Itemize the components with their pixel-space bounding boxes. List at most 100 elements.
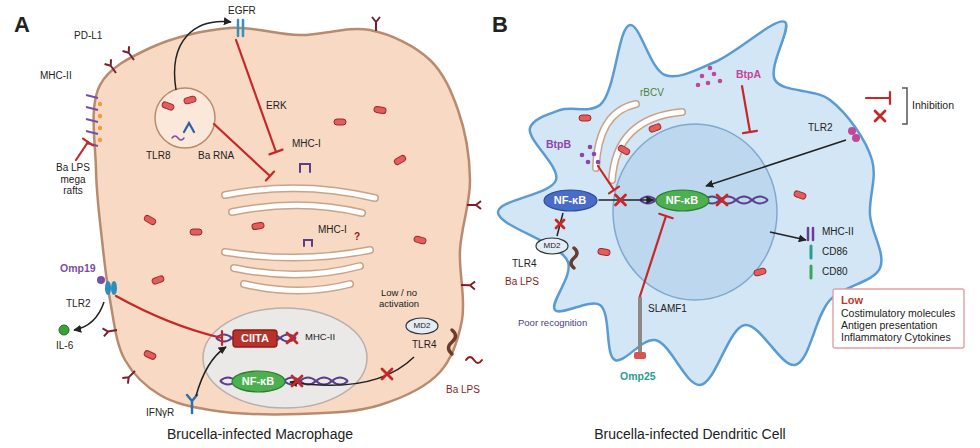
receptor-label: TLR8 xyxy=(146,150,170,162)
node-text: MD2 xyxy=(544,241,561,250)
pd-l1-symbol xyxy=(461,281,475,289)
receptor-symbol xyxy=(571,248,577,268)
receptor-label: EGFR xyxy=(228,5,256,17)
endoplasmic-reticulum xyxy=(225,104,682,291)
block-mark xyxy=(717,195,727,205)
pd-l1-symbol xyxy=(467,201,481,209)
block-mark xyxy=(556,220,564,228)
bacterium xyxy=(151,275,164,285)
inhibition-line xyxy=(116,296,222,338)
node-text: NF-κB xyxy=(242,375,274,388)
dendritic-cell xyxy=(498,21,881,385)
endoplasmic-reticulum xyxy=(612,112,682,180)
pd-l1-symbol xyxy=(122,368,138,384)
ligand-symbol xyxy=(97,276,105,284)
effect-box: LowCostimulatory moleculesAntigen presen… xyxy=(832,288,965,349)
endoplasmic-reticulum xyxy=(244,284,350,291)
oval-fill xyxy=(656,190,709,211)
endosome xyxy=(155,88,215,148)
nucleus xyxy=(203,124,777,408)
activation-arrow xyxy=(706,140,846,186)
node-text: NF-κB xyxy=(666,194,698,207)
molecule-label: MHC-II xyxy=(40,70,72,82)
receptor-symbol xyxy=(172,136,184,140)
ligand-symbol xyxy=(848,127,856,135)
molecule-label: CD80 xyxy=(822,266,848,278)
effector-dots xyxy=(708,66,713,71)
inhibition-line xyxy=(640,216,666,296)
bacterium xyxy=(161,101,174,111)
kinase-label: ERK xyxy=(266,100,287,112)
molecule-label: MHC-I xyxy=(318,224,347,236)
legend-bracket xyxy=(902,88,907,124)
receptor-label: IFNγR xyxy=(146,407,174,419)
activation-arrow xyxy=(599,199,654,201)
oval-fill xyxy=(406,318,438,334)
legend-label: Inhibition xyxy=(912,99,954,111)
ligand-label: Ba LPS xyxy=(446,384,480,396)
pd-l1-symbol xyxy=(103,17,481,384)
mhc-ii-raft xyxy=(98,138,102,142)
inhibition-line xyxy=(743,131,757,133)
ligand-label: Ba RNA xyxy=(198,150,234,162)
endoplasmic-reticulum xyxy=(234,266,360,275)
effector-dots xyxy=(580,145,601,165)
macrophage-cell xyxy=(94,28,470,415)
bacterium xyxy=(793,190,806,200)
bacterium xyxy=(334,119,346,125)
bacterium xyxy=(183,96,196,105)
coreceptor-oval: MD2 xyxy=(535,237,569,255)
receptor-symbol xyxy=(810,246,813,258)
note-label: Low / no activation xyxy=(368,288,430,310)
endoplasmic-reticulum xyxy=(225,104,682,291)
mhc-ii-raft xyxy=(98,102,102,142)
oval-fill xyxy=(536,238,568,254)
bacterium xyxy=(648,123,661,133)
transcription-factor-oval: NF-κB xyxy=(655,189,710,212)
coreceptor-oval: MD2 xyxy=(405,317,439,335)
bacterial-protein-label: Omp19 xyxy=(60,262,96,274)
receptor-symbol xyxy=(638,298,642,352)
receptor-symbol xyxy=(810,266,813,278)
inhibition-line xyxy=(83,139,93,146)
note-label: Poor recognition xyxy=(518,318,587,329)
receptor-symbol xyxy=(808,228,813,240)
legend-bracket xyxy=(902,88,907,124)
effector-dots xyxy=(712,72,717,77)
node-text: MD2 xyxy=(414,321,431,330)
oval-fill xyxy=(232,371,285,392)
inhibition-line xyxy=(598,166,614,190)
endoplasmic-reticulum xyxy=(232,205,362,213)
transcription-factor-oval: NF-κB xyxy=(543,189,598,212)
endoplasmic-reticulum xyxy=(612,112,682,180)
oval-fill xyxy=(544,190,597,211)
inhibition-line xyxy=(221,331,223,345)
mhc-ii-raft xyxy=(98,114,102,118)
question-mark: ? xyxy=(354,231,360,243)
inhibition-line xyxy=(266,172,274,181)
node-text: CIITA xyxy=(241,332,269,345)
nucleus xyxy=(203,308,367,408)
block-mark xyxy=(382,369,392,379)
receptor-symbol xyxy=(238,20,243,36)
bacterium xyxy=(598,248,611,256)
block-mark xyxy=(875,111,885,121)
bacterium xyxy=(143,214,156,225)
molecule-label: PD-L1 xyxy=(74,30,102,42)
endoplasmic-reticulum xyxy=(225,188,375,198)
activation-arrow xyxy=(196,347,226,396)
panel-letter: B xyxy=(492,12,508,37)
bacterial-protein-label: BtpA xyxy=(736,68,761,80)
receptor-symbol xyxy=(172,20,813,413)
transcription-factor-box: CIITA xyxy=(232,329,278,348)
ligand-symbol xyxy=(59,127,860,359)
activation-arrow xyxy=(74,22,846,396)
endoplasmic-reticulum xyxy=(225,188,375,198)
inhibition-line xyxy=(742,86,750,132)
molecule-label: CD86 xyxy=(822,246,848,258)
mhc-ii-raft xyxy=(86,95,98,98)
bacterium xyxy=(617,144,630,155)
node-text: Antigen presentation xyxy=(841,319,937,331)
bacterium xyxy=(413,236,426,245)
